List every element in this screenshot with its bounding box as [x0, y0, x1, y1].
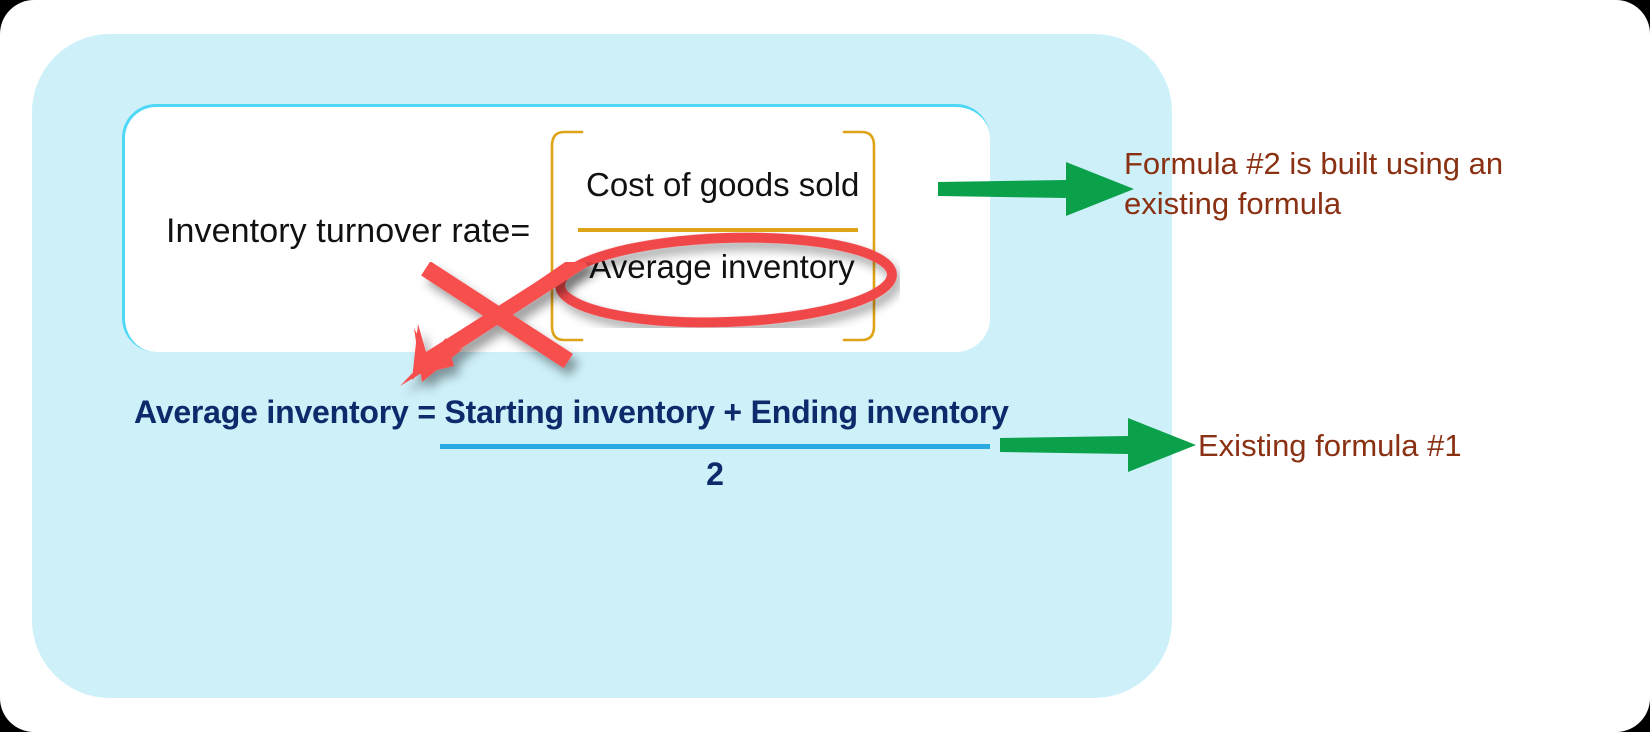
- inventory-turnover-rate-label: Inventory turnover rate=: [166, 212, 531, 250]
- annotation-formula-2-line-1: Formula #2 is built using an: [1124, 146, 1504, 181]
- average-inventory-formula: Average inventory = Starting inventory +…: [134, 394, 1009, 430]
- fraction-denominator: Average inventory: [589, 248, 855, 285]
- average-inventory-denominator: 2: [706, 456, 724, 492]
- fraction-bar-blue: [440, 444, 990, 449]
- annotation-formula-2: Formula #2 is built using an existing fo…: [1124, 144, 1594, 223]
- annotation-formula-1: Existing formula #1: [1198, 428, 1462, 463]
- fraction-bar-gold: [578, 228, 858, 232]
- fraction-numerator: Cost of goods sold: [586, 166, 860, 203]
- annotation-formula-2-line-2: existing formula: [1124, 185, 1342, 221]
